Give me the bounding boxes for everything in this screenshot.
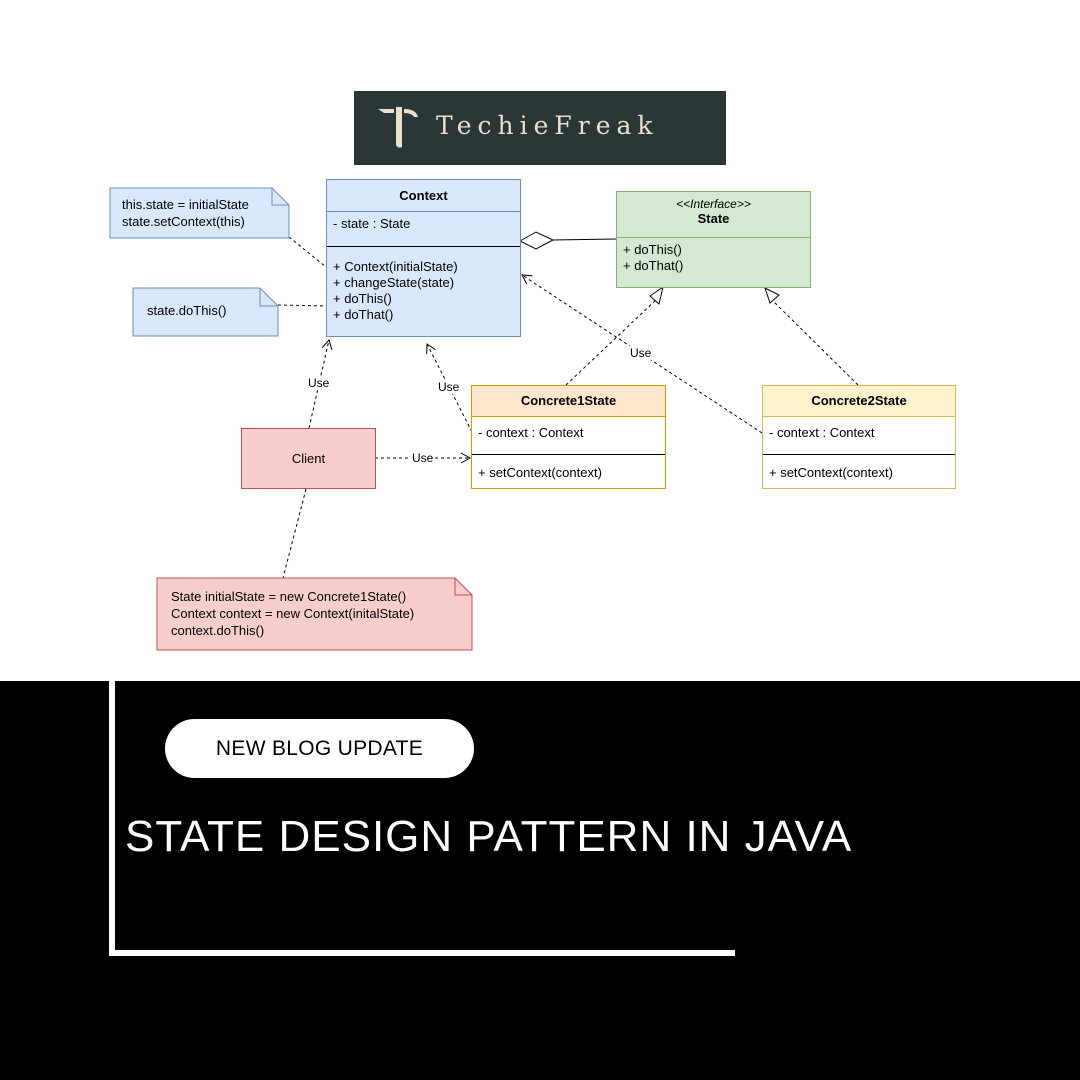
logo-brand-text: TechieFreak <box>436 111 659 140</box>
context-method: + Context(initialState) <box>333 259 458 274</box>
concrete1-class: Concrete1State - context : Context + set… <box>471 385 666 489</box>
concrete1-attributes: - context : Context <box>472 416 665 454</box>
banner-area <box>0 681 1080 1080</box>
state-method: + doThat() <box>623 258 684 273</box>
state-interface-name: State <box>697 211 730 226</box>
concrete2-attribute: - context : Context <box>769 425 875 440</box>
context-method: + doThat() <box>333 307 394 322</box>
concrete1-body: - context : Context + setContext(context… <box>472 416 665 488</box>
context-class-name: Context <box>399 188 448 203</box>
note-shape-client <box>156 577 473 651</box>
note-link-constructor <box>288 236 327 268</box>
concrete2-method: + setContext(context) <box>769 465 893 480</box>
note-shape-constructor <box>109 187 290 239</box>
logo-mark-icon <box>378 107 418 148</box>
note-client-line: Context context = new Context(initalStat… <box>171 606 415 621</box>
concrete1-method: + setContext(context) <box>478 465 602 480</box>
use-label-concrete1-context: Use <box>437 380 461 394</box>
note-dothis-line: state.doThis() <box>147 303 227 318</box>
note-link-dothis <box>277 304 327 307</box>
note-client-line: State initialState = new Concrete1State(… <box>171 589 407 604</box>
realization-arrow-concrete1 <box>649 285 664 305</box>
note-link-client <box>282 488 307 579</box>
context-class: Context - state : State + Context(initia… <box>326 179 521 337</box>
techiefreak-logo: TechieFreak <box>354 91 726 165</box>
state-method: + doThis() <box>623 242 682 257</box>
concrete2-class: Concrete2State - context : Context + set… <box>762 385 956 489</box>
badge-label: NEW BLOG UPDATE <box>215 736 424 760</box>
diagram-connectors <box>109 187 859 651</box>
use-label-client-context: Use <box>307 376 331 390</box>
context-method: + changeState(state) <box>333 275 455 290</box>
concrete1-methods: + setContext(context) <box>472 454 665 485</box>
concrete1-attribute: - context : Context <box>478 425 584 440</box>
note-constructor-line: state.setContext(this) <box>122 214 245 229</box>
note-shape-dothis <box>132 287 279 337</box>
concrete1-class-name: Concrete1State <box>520 393 617 408</box>
concrete2-attributes: - context : Context <box>763 416 955 454</box>
frame-left-border <box>109 681 115 956</box>
state-stereotype: <<Interface>> <box>676 197 751 211</box>
use-label-client-concrete1: Use <box>411 451 435 465</box>
state-methods: + doThis() + doThat() <box>617 237 810 278</box>
concrete2-body: - context : Context + setContext(context… <box>763 416 955 488</box>
realization-line-concrete2 <box>770 298 859 386</box>
concrete2-class-name: Concrete2State <box>811 393 907 408</box>
client-label: Client <box>291 451 326 466</box>
note-dothis: state.doThis() <box>147 302 226 319</box>
realization-arrow-concrete2 <box>764 287 780 304</box>
note-client-line: context.doThis() <box>171 623 265 638</box>
note-constructor-line: this.state = initialState <box>122 197 249 212</box>
note-client: State initialState = new Concrete1State(… <box>171 588 414 639</box>
aggregation-line <box>552 238 617 241</box>
new-blog-update-badge: NEW BLOG UPDATE <box>165 719 474 778</box>
use-label-concrete2-context: Use <box>629 346 653 360</box>
context-method: + doThis() <box>333 291 392 306</box>
realization-line-concrete1 <box>565 297 659 386</box>
frame-bottom-border <box>109 950 735 956</box>
context-methods: + Context(initialState) + changeState(st… <box>327 246 520 327</box>
client-box: Client <box>241 428 376 489</box>
concrete2-methods: + setContext(context) <box>763 454 955 485</box>
state-interface: <<Interface>> State + doThis() + doThat(… <box>616 191 811 288</box>
context-attributes: - state : State <box>327 211 520 246</box>
blog-title: STATE DESIGN PATTERN IN JAVA <box>125 812 853 861</box>
aggregation-diamond <box>518 231 555 250</box>
context-attribute: - state : State <box>333 216 411 231</box>
note-constructor: this.state = initialState state.setConte… <box>122 196 249 230</box>
